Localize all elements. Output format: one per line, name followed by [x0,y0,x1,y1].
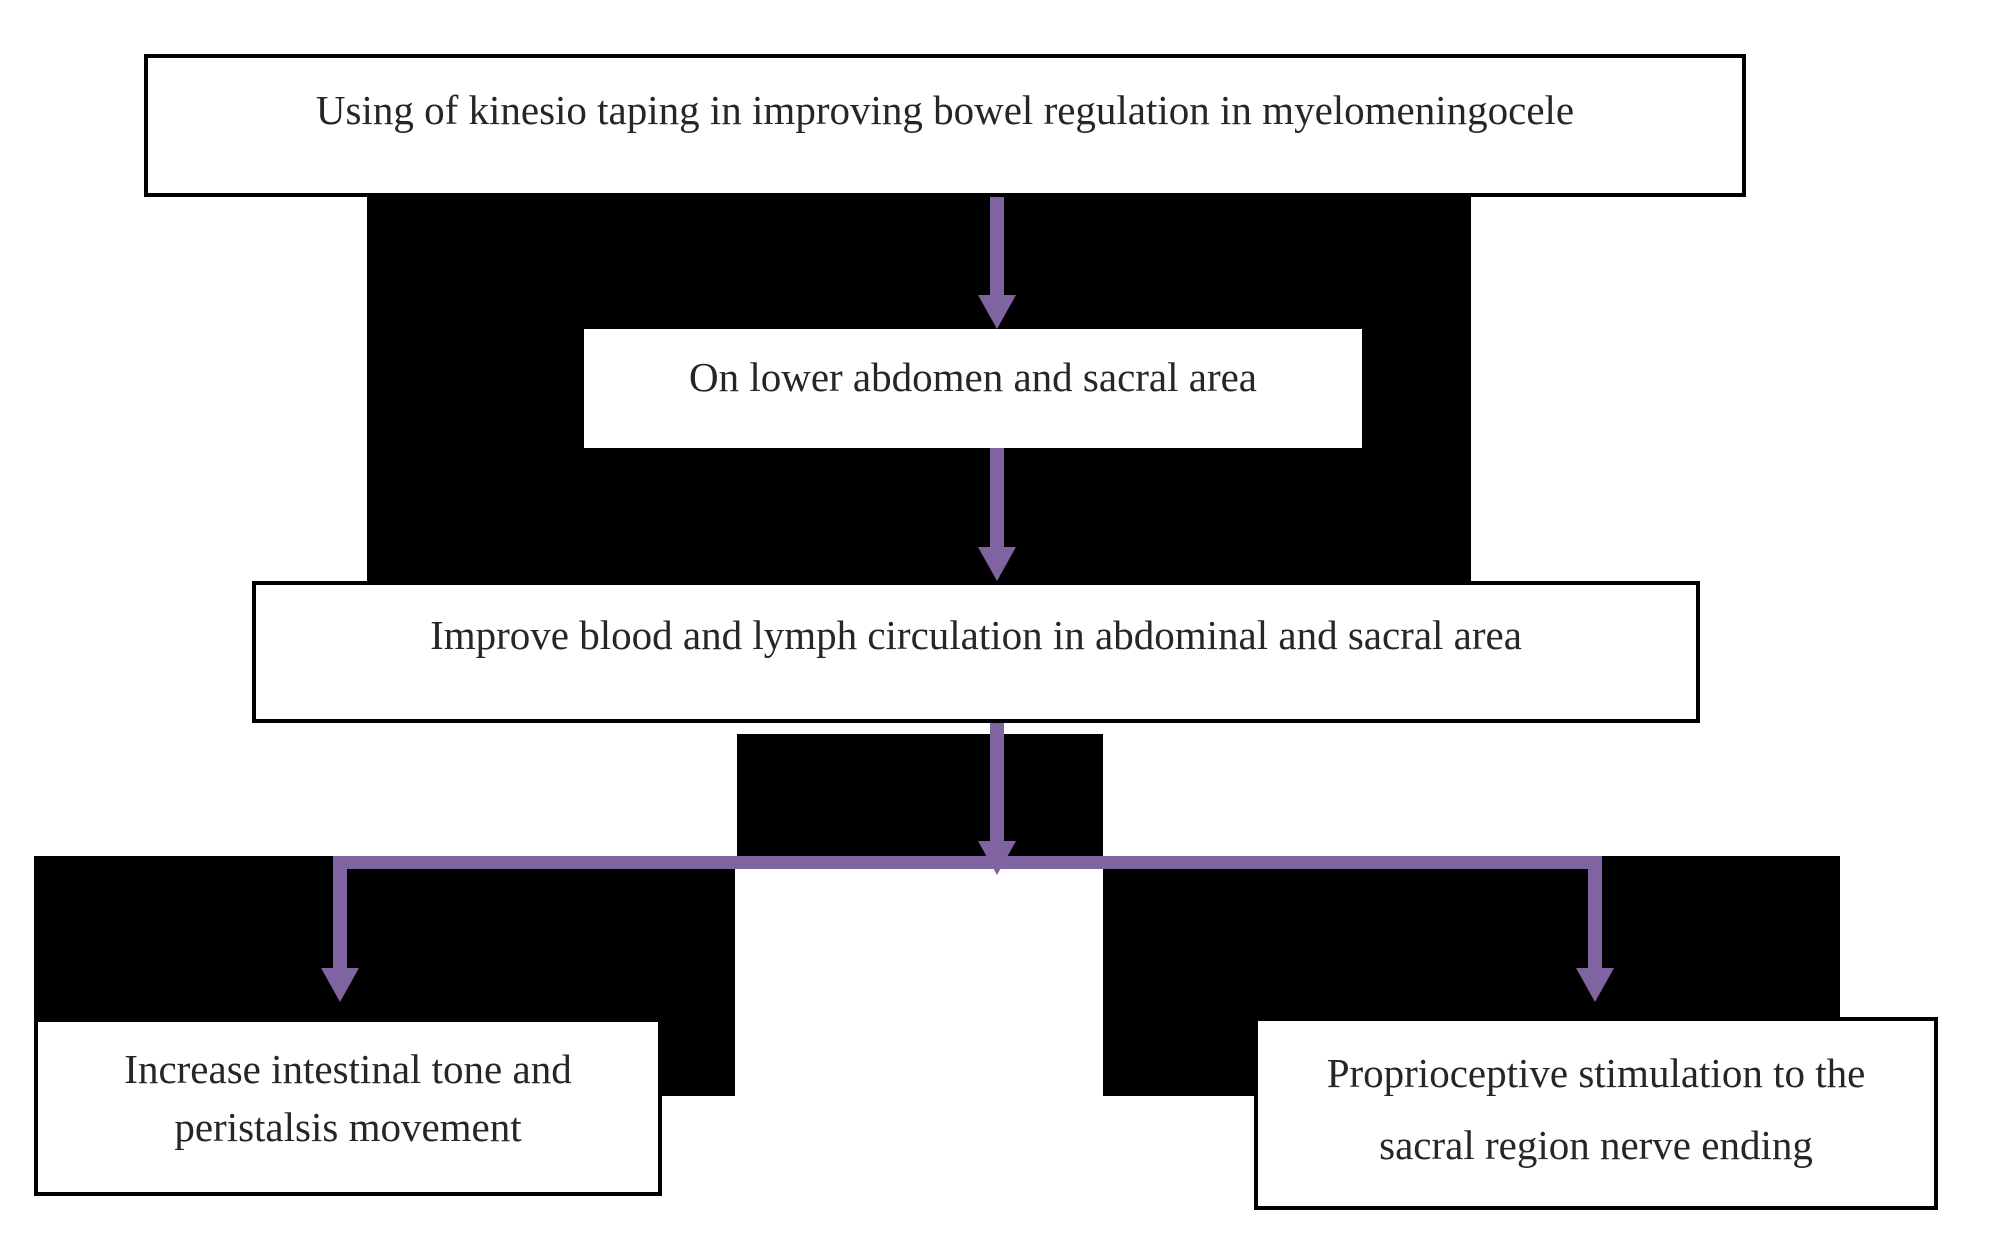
branch-connector-line [333,856,1602,869]
outcome-left-line2: peristalsis movement [174,1104,522,1150]
arrow-down-3-shaft [990,723,1004,841]
outcome-box-right: Proprioceptive stimulation to the sacral… [1254,1017,1938,1210]
arrow-down-1-shaft [990,197,1004,295]
step-circulation-text: Improve blood and lymph circulation in a… [430,612,1522,658]
step-box-location: On lower abdomen and sacral area [584,329,1362,448]
outcome-right-line2: sacral region nerve ending [1379,1122,1813,1168]
arrow-branch-left-shaft [333,866,347,968]
arrow-down-1-icon [978,295,1016,329]
arrow-branch-left-icon [321,968,359,1002]
arrow-branch-right-icon [1576,968,1614,1002]
arrow-down-2-icon [978,547,1016,581]
black-panel-middle [737,734,1103,856]
outcome-left-line1: Increase intestinal tone and [124,1046,572,1092]
outcome-box-left: Increase intestinal tone and peristalsis… [34,1018,662,1196]
title-text: Using of kinesio taping in improving bow… [315,87,1575,133]
arrow-branch-right-shaft [1588,866,1602,968]
arrow-down-2-shaft [990,448,1004,547]
title-box: Using of kinesio taping in improving bow… [144,54,1746,197]
step-location-text: On lower abdomen and sacral area [688,354,1258,400]
outcome-right-line1: Proprioceptive stimulation to the [1326,1050,1866,1096]
step-box-circulation: Improve blood and lymph circulation in a… [252,581,1700,723]
